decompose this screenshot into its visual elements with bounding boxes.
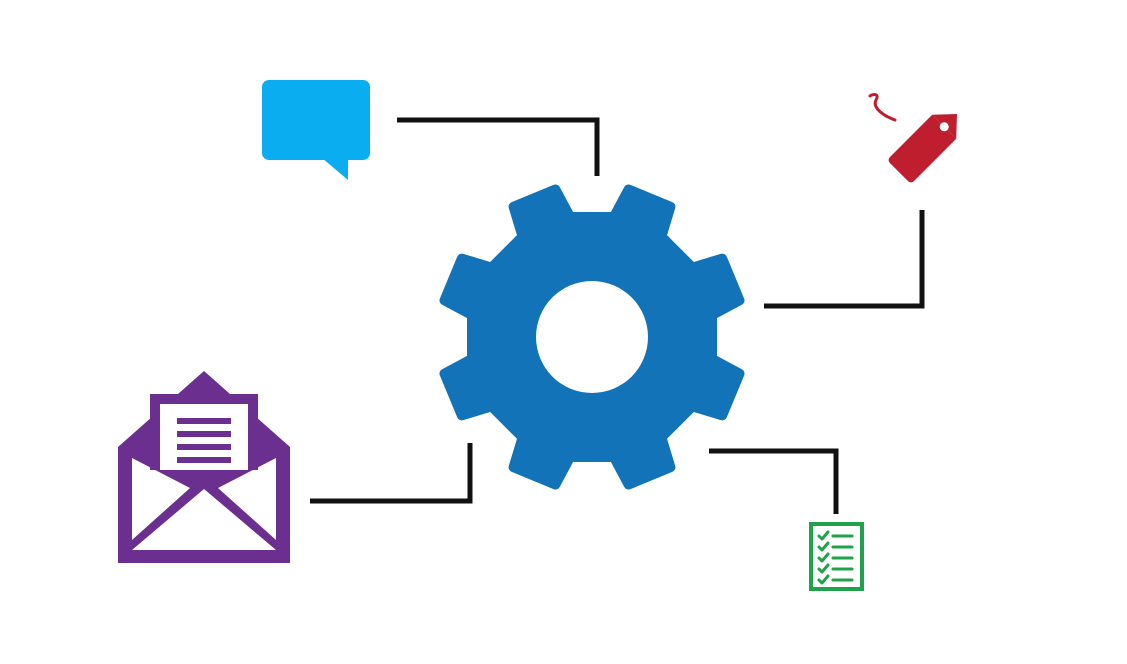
connector-mail (310, 443, 473, 504)
speech-bubble-icon (262, 80, 370, 180)
letter-lines (177, 418, 231, 463)
connector-chat (397, 117, 600, 176)
gear-icon (439, 184, 745, 490)
price-tag-icon (868, 93, 957, 183)
open-envelope-icon (118, 371, 290, 563)
checklist-icon (809, 522, 864, 591)
connector-tag (764, 210, 925, 309)
connectors (310, 117, 925, 514)
connector-checklist (709, 448, 839, 514)
